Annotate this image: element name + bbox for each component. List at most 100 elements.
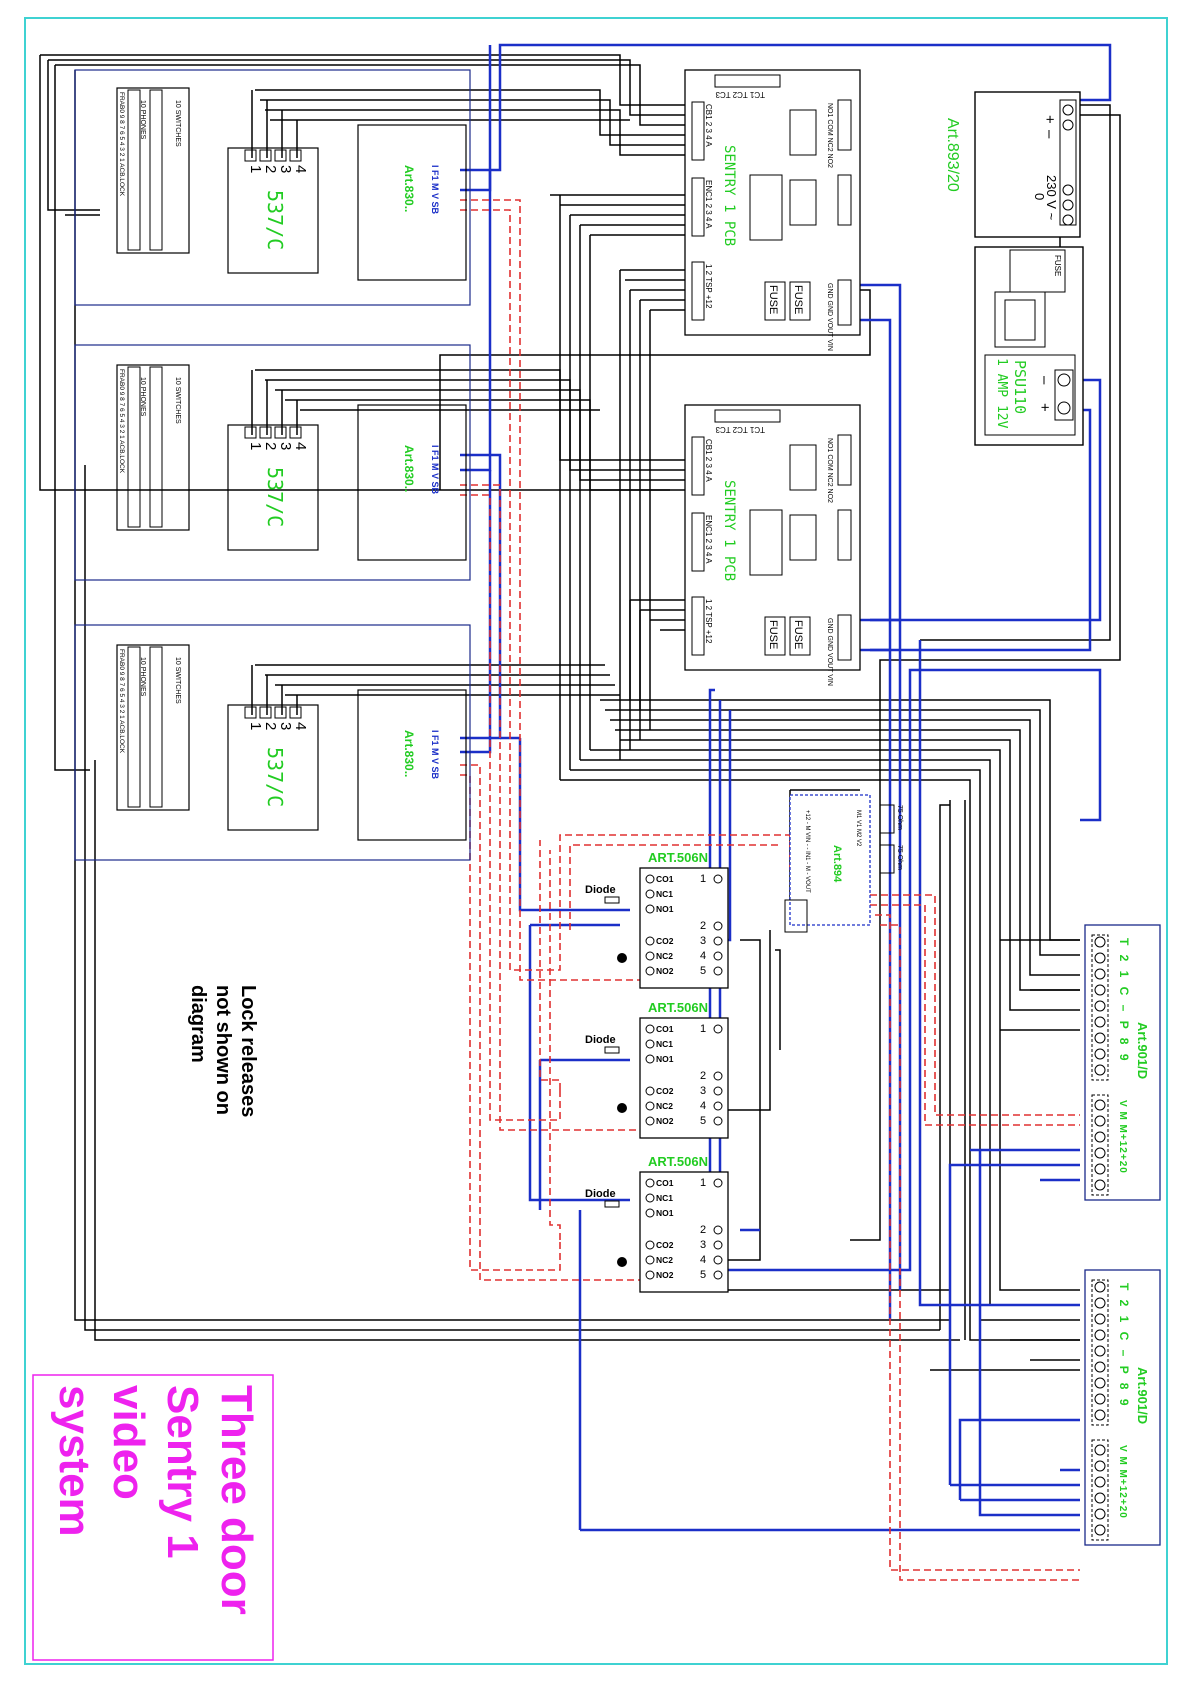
art894-outputs: M1 V1 M2 V2 — [855, 810, 861, 847]
relay-co2: CO2 — [656, 1086, 674, 1096]
art894-distributor: Art.894 +12 - M VIN - - IN1 - M - VOUT M… — [784, 794, 903, 933]
black-wiring — [39, 54, 1121, 1371]
relay-t4: 4 — [700, 1254, 706, 1266]
title-line-4: system — [50, 1385, 99, 1537]
diode-icon — [604, 1046, 620, 1054]
transformer-minus: – — [1041, 130, 1058, 139]
pcb-relay-block: NO1 COM NC2 NO2 — [826, 103, 833, 168]
camera-module — [357, 689, 467, 841]
terminal-3: 3 — [277, 165, 294, 173]
relay-t3: 3 — [700, 935, 706, 947]
pcb-top-connector-label: TC1 TC2 TC3 — [715, 425, 765, 434]
diode-label: Diode — [585, 1034, 616, 1046]
door-panel-1: 10 SWITCHES 10 PHONES FRAB0 9 8 7 6 5 4 … — [74, 69, 471, 306]
pcb-relay-block: NO1 COM NC2 NO2 — [826, 438, 833, 503]
diode-label: Diode — [585, 1188, 616, 1200]
pcb-fuse-2: FUSE — [792, 620, 804, 649]
relay-t5: 5 — [700, 1115, 706, 1127]
phones-label: 10 PHONES — [139, 657, 146, 697]
relay-t3: 3 — [700, 1085, 706, 1097]
resistor-75ohm-1: 75 Ohm — [896, 805, 903, 830]
relay-t2: 2 — [700, 1224, 706, 1236]
relay-t2: 2 — [700, 920, 706, 932]
pcb-fuse-1: FUSE — [767, 620, 779, 649]
relay-t4: 4 — [700, 950, 706, 962]
pcb-tsp-row: 1 2 TSP +12 — [704, 599, 713, 644]
psu-minus: – — [1036, 376, 1053, 385]
relay-no2: NO2 — [656, 1270, 674, 1280]
monitor-terminals-bottom: V M M+12+20 — [1117, 1100, 1128, 1174]
terminal-2: 2 — [262, 165, 279, 173]
camera-terminals: I F1 M V SB — [430, 730, 440, 780]
red-dashed-wiring — [460, 199, 1080, 1581]
pcb-top-connector — [714, 74, 781, 88]
relay-label: ART.506N — [648, 850, 708, 865]
terminal-1: 1 — [247, 165, 264, 173]
relay-t1: 1 — [700, 1177, 706, 1189]
pcb-tsp-row: 1 2 TSP +12 — [704, 264, 713, 309]
terminal-3: 3 — [277, 722, 294, 730]
title-line-3: video — [104, 1385, 153, 1500]
relay-nc2: NC2 — [656, 951, 673, 961]
module-537c-terminals: 4 3 2 1 — [244, 426, 309, 450]
terminal-2: 2 — [262, 442, 279, 450]
pcb-label: SENTRY 1 PCB — [721, 480, 737, 581]
monitor-1: T 2 1 C – P 8 9 V M M+12+20 Art.901/D — [1084, 924, 1161, 1201]
art894-inputs: +12 - M VIN - - IN1 - M - VOUT — [804, 810, 810, 893]
relay-t5: 5 — [700, 965, 706, 977]
relay-co2: CO2 — [656, 1240, 674, 1250]
pcb-top-connector — [714, 409, 781, 423]
resistor-75ohm-2: 75 Ohm — [896, 845, 903, 870]
relay-nc2: NC2 — [656, 1101, 673, 1111]
diode-label: Diode — [585, 884, 616, 896]
psu-rating: 1 AMP 12V — [994, 358, 1009, 429]
phones-label: 10 PHONES — [139, 100, 146, 140]
pcb-vin-block: GND GND VOUT VIN — [826, 618, 833, 686]
terminal-3: 3 — [277, 442, 294, 450]
relay-t5: 5 — [700, 1269, 706, 1281]
pcb-fuse-2: FUSE — [792, 285, 804, 314]
transformer-plus: + — [1041, 115, 1058, 124]
terminal-4: 4 — [292, 442, 309, 450]
switch-row-label: FRAB0 9 8 7 6 5 4 3 2 1 ACB.LOCK — [118, 369, 125, 474]
module-537c-label: 537/C — [263, 467, 287, 527]
pcb-label: SENTRY 1 PCB — [721, 145, 737, 246]
relay-2: ART.506N CO1 NC1 NO1 CO2 NC2 NO2 1 2 3 4… — [585, 1000, 729, 1139]
switches-label: 10 SWITCHES — [174, 377, 181, 424]
relay-nc1: NC1 — [656, 1039, 673, 1049]
camera-label: Art.830.. — [402, 445, 416, 492]
monitor-label: Art.901/D — [1135, 1367, 1150, 1424]
psu110: FUSE – + PSU110 1 AMP 12V — [974, 246, 1084, 446]
relay-no1: NO1 — [656, 1208, 674, 1218]
psu-label: PSU110 — [1011, 360, 1029, 414]
psu-fuse: FUSE — [1053, 255, 1062, 276]
diode-icon — [604, 1200, 620, 1208]
relay-co1: CO1 — [656, 1178, 674, 1188]
camera-terminals: I F1 M V SB — [430, 165, 440, 215]
terminal-4: 4 — [292, 722, 309, 730]
drawing-frame — [24, 17, 1168, 1665]
note-line-2: not shown on — [212, 985, 234, 1115]
relay-no2: NO2 — [656, 966, 674, 976]
relay-no1: NO1 — [656, 1054, 674, 1064]
terminal-1: 1 — [247, 722, 264, 730]
relay-co1: CO1 — [656, 1024, 674, 1034]
relay-3: ART.506N CO1 NC1 NO1 CO2 NC2 NO2 1 2 3 4… — [585, 1154, 729, 1293]
relay-t1: 1 — [700, 1023, 706, 1035]
relay-t3: 3 — [700, 1239, 706, 1251]
camera-module — [357, 124, 467, 281]
relay-label: ART.506N — [648, 1000, 708, 1015]
sentry-pcb-2: TC1 TC2 TC3 CB1 2 3 4 A ENC1 2 3 4 A 1 2… — [684, 404, 861, 686]
art894-label: Art.894 — [831, 845, 843, 883]
relay-nc1: NC1 — [656, 889, 673, 899]
monitor-terminals-top: T 2 1 C – P 8 9 — [1117, 1283, 1131, 1409]
relay-t2: 2 — [700, 1070, 706, 1082]
relay-co1: CO1 — [656, 874, 674, 884]
module-537c — [227, 424, 319, 551]
title-block: Three door Sentry 1 video system — [32, 1374, 274, 1661]
terminal-4: 4 — [292, 165, 309, 173]
note-line-3: diagram — [187, 985, 209, 1063]
lock-release-note: Lock releases not shown on diagram — [187, 985, 259, 1117]
note-line-1: Lock releases — [237, 985, 259, 1117]
diode-icon — [604, 896, 620, 904]
